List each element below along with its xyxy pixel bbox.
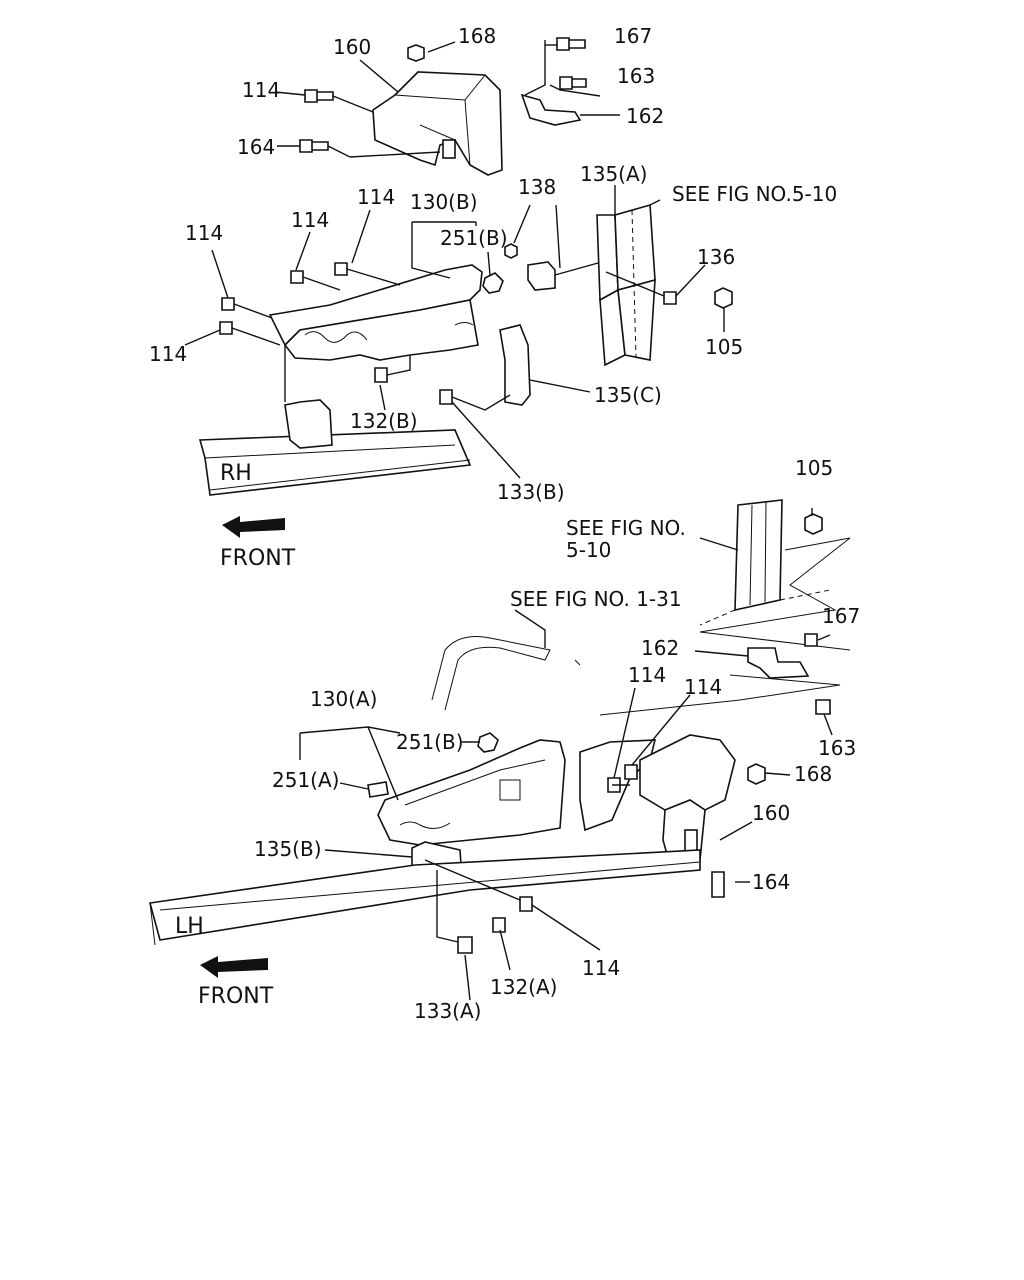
callout-160-rh: 160 xyxy=(333,35,371,59)
nut-105-lh xyxy=(804,513,823,535)
front-label-rh: FRONT xyxy=(220,546,296,571)
bolt-163-lh xyxy=(815,699,831,715)
bolt-164-lh xyxy=(711,871,725,898)
callout-251b-rh: 251(B) xyxy=(440,226,508,250)
callout-114-rh-d: 114 xyxy=(185,221,223,245)
vertical-member-lh xyxy=(699,499,831,626)
bolt-163-rh xyxy=(559,76,587,90)
callout-130a-lh: 130(A) xyxy=(310,687,377,711)
callout-138-rh: 138 xyxy=(518,175,556,199)
lh-assembly: LH FRONT 105 SEE FIG NO. 5-10 SEE FIG NO… xyxy=(148,456,860,1023)
strap-135c-rh xyxy=(499,324,531,406)
fender-ref-lh xyxy=(431,636,581,711)
bolt-132a-lh xyxy=(492,917,506,933)
callout-114-lh-c: 114 xyxy=(582,956,620,980)
frame-label-rh: RH xyxy=(220,461,252,486)
callout-105-lh: 105 xyxy=(795,456,833,480)
callout-135b-lh: 135(B) xyxy=(254,837,322,861)
clip-251b-rh xyxy=(482,272,504,294)
bolt-114-lh-c xyxy=(519,896,533,912)
bolt-114-rh-b xyxy=(219,321,233,335)
bracket-135a-rh xyxy=(527,261,556,291)
bolt-114-rh-a xyxy=(221,297,235,311)
callout-135a-rh: 135(A) xyxy=(580,162,647,186)
see-fig-5-10-lh-line2: 5-10 xyxy=(566,538,611,562)
bolt-114-rh-c xyxy=(290,270,304,284)
callout-132a-lh: 132(A) xyxy=(490,975,557,999)
callout-168-lh: 168 xyxy=(794,762,832,786)
bolt-114-rh-d xyxy=(334,262,348,276)
callout-168-rh: 168 xyxy=(458,24,496,48)
callout-162-lh: 162 xyxy=(641,636,679,660)
bolt-168-rh xyxy=(407,44,425,62)
callout-114-lh-b: 114 xyxy=(684,675,722,699)
gusset-130b-rh xyxy=(268,264,483,361)
callout-105-rh: 105 xyxy=(705,335,743,359)
callout-114-rh-c: 114 xyxy=(291,208,329,232)
nut-168-lh xyxy=(747,763,766,785)
callout-164-rh: 164 xyxy=(237,135,275,159)
front-arrow-lh xyxy=(200,956,268,978)
callout-133b-rh: 133(B) xyxy=(497,480,565,504)
callout-114-lh-a: 114 xyxy=(628,663,666,687)
callout-251a-lh: 251(A) xyxy=(272,768,339,792)
callout-160-lh: 160 xyxy=(752,801,790,825)
gusset-130a-lh xyxy=(377,739,566,846)
bolt-133b-rh xyxy=(439,389,453,405)
callout-130b-rh: 130(B) xyxy=(410,190,478,214)
see-fig-1-31-lh: SEE FIG NO. 1-31 xyxy=(510,587,682,611)
front-label-lh: FRONT xyxy=(198,984,274,1009)
bolt-167-lh xyxy=(804,633,818,647)
bolt-114-lh-b xyxy=(624,764,638,780)
callout-167-rh: 167 xyxy=(614,24,652,48)
rh-assembly: RH FRONT 168 167 160 163 114 xyxy=(149,24,837,571)
callout-114-rh-top: 114 xyxy=(242,78,280,102)
callout-114-rh-e: 114 xyxy=(149,342,187,366)
plate-251a-lh xyxy=(367,781,389,798)
callout-167-lh: 167 xyxy=(822,604,860,628)
bolt-133a-lh xyxy=(457,936,473,954)
frame-label-lh: LH xyxy=(175,914,204,939)
bracket-160-rh xyxy=(372,71,503,176)
nut-138-rh xyxy=(504,243,518,259)
callout-163-lh: 163 xyxy=(818,736,856,760)
callout-162-rh: 162 xyxy=(626,104,664,128)
callout-164-lh: 164 xyxy=(752,870,790,894)
see-fig-5-10-rh: SEE FIG NO.5-10 xyxy=(672,182,837,206)
callout-136-rh: 136 xyxy=(697,245,735,269)
bolt-136-rh xyxy=(663,291,677,305)
nut-105-rh xyxy=(714,287,733,309)
callout-114-rh-b: 114 xyxy=(357,185,395,209)
frame-rail-rh xyxy=(198,345,472,496)
clip-251b-lh xyxy=(477,732,499,753)
callout-135c-rh: 135(C) xyxy=(594,383,662,407)
vertical-member-rh xyxy=(596,203,656,367)
see-fig-5-10-lh-line1: SEE FIG NO. xyxy=(566,516,686,540)
bracket-160-lh xyxy=(639,734,736,866)
callout-132b-rh: 132(B) xyxy=(350,409,418,433)
callout-133a-lh: 133(A) xyxy=(414,999,481,1023)
front-arrow-rh xyxy=(222,516,285,538)
clip-162-lh xyxy=(747,647,810,679)
bolt-164-rh xyxy=(299,139,329,153)
bolt-114-rh-top xyxy=(304,89,334,103)
bolt-132b-rh xyxy=(374,367,388,383)
callout-163-rh: 163 xyxy=(617,64,655,88)
callout-251b-lh: 251(B) xyxy=(396,730,464,754)
frame-rail-lh xyxy=(148,849,701,946)
clip-162-rh xyxy=(520,93,582,126)
bolt-167-rh xyxy=(556,37,586,51)
